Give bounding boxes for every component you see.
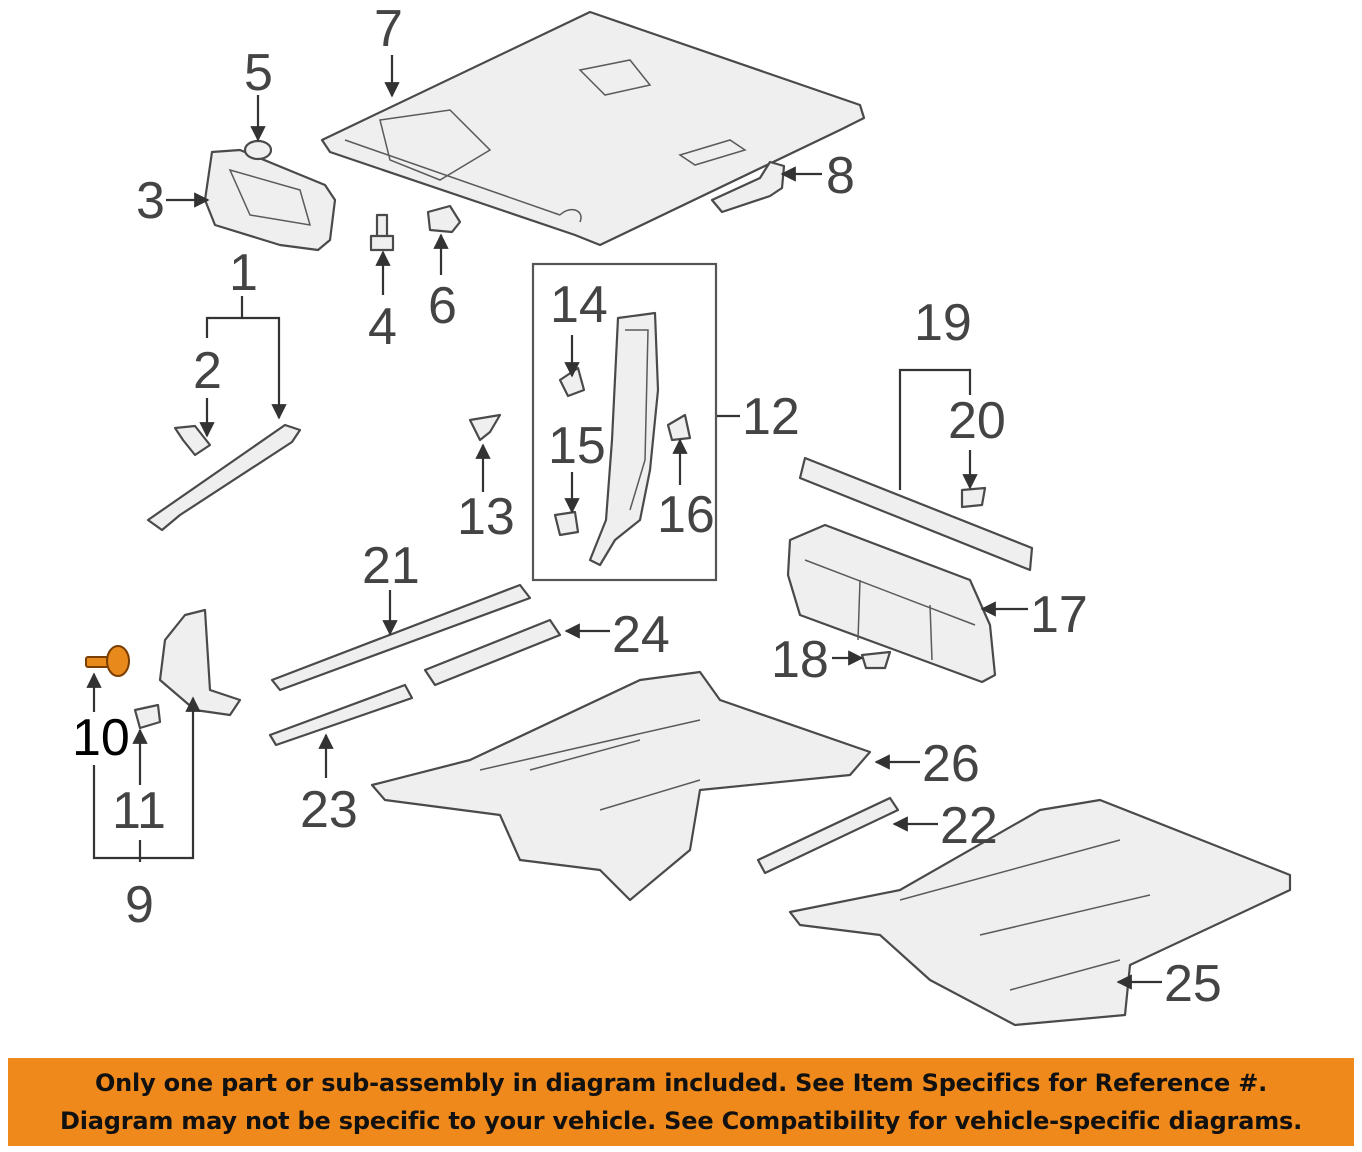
retainer-11-part [133,703,162,730]
front-carpet-part [370,670,872,902]
disclaimer-banner: Only one part or sub-assembly in diagram… [8,1058,1354,1146]
callout-14: 14 [550,276,608,334]
parts-diagram: 7 5 3 8 1 4 6 2 14 12 15 13 16 19 20 21 … [72,0,1292,1027]
callout-labels: 7 5 3 8 1 4 6 2 14 12 15 13 16 19 20 21 … [72,0,1222,1013]
leader-lines [86,55,1162,990]
push-pin-10-part [85,645,130,677]
back-panel-part [786,523,997,684]
pillar-clip-16 [666,413,692,442]
callout-21: 21 [362,537,420,595]
headliner-part [320,10,866,247]
callout-4: 4 [368,298,397,356]
callout-16: 16 [657,486,715,544]
visor-bracket-part [426,204,462,234]
callout-6: 6 [428,277,457,335]
trim-clip-20-part [960,486,987,509]
sill-plate-22-part [756,796,900,875]
callout-5: 5 [244,44,273,102]
visor-clip-part [243,139,273,161]
center-pillar-part [588,311,660,567]
trim-clip-part [173,424,212,457]
sill-plate-23-part [268,683,414,747]
push-pin-part [468,413,502,442]
callout-1: 1 [229,244,258,302]
visor-screw-part [369,213,395,252]
callout-7: 7 [374,0,403,58]
callout-15: 15 [548,417,606,475]
pillar-clip-15 [553,510,580,537]
callout-19: 19 [914,294,972,352]
callout-24: 24 [612,606,670,664]
callout-23: 23 [300,781,358,839]
callout-25: 25 [1164,955,1222,1013]
callout-3: 3 [136,172,165,230]
callout-17: 17 [1030,586,1088,644]
panel-clip-18-part [860,650,892,670]
callout-8: 8 [826,147,855,205]
center-pillar-box [531,262,718,582]
callout-20: 20 [948,392,1006,450]
callout-18: 18 [771,631,829,689]
rear-carpet-part [788,798,1292,1027]
callout-9: 9 [125,876,154,934]
callout-12: 12 [742,388,800,446]
callout-13: 13 [457,488,515,546]
callout-26: 26 [922,735,980,793]
pillar-trim-part [146,423,302,532]
callout-22: 22 [940,797,998,855]
callout-10: 10 [72,709,130,767]
callout-2: 2 [193,342,222,400]
disclaimer-line-1: Only one part or sub-assembly in diagram… [94,1069,1268,1097]
callout-11: 11 [112,782,166,840]
sun-visor-part [203,148,337,252]
sill-plate-24-part [423,618,562,687]
rear-trim-strip-part [798,456,1034,572]
cowl-panel-part [158,608,242,717]
sill-plate-21-part [270,583,532,692]
disclaimer-line-2: Diagram may not be specific to your vehi… [59,1107,1303,1135]
